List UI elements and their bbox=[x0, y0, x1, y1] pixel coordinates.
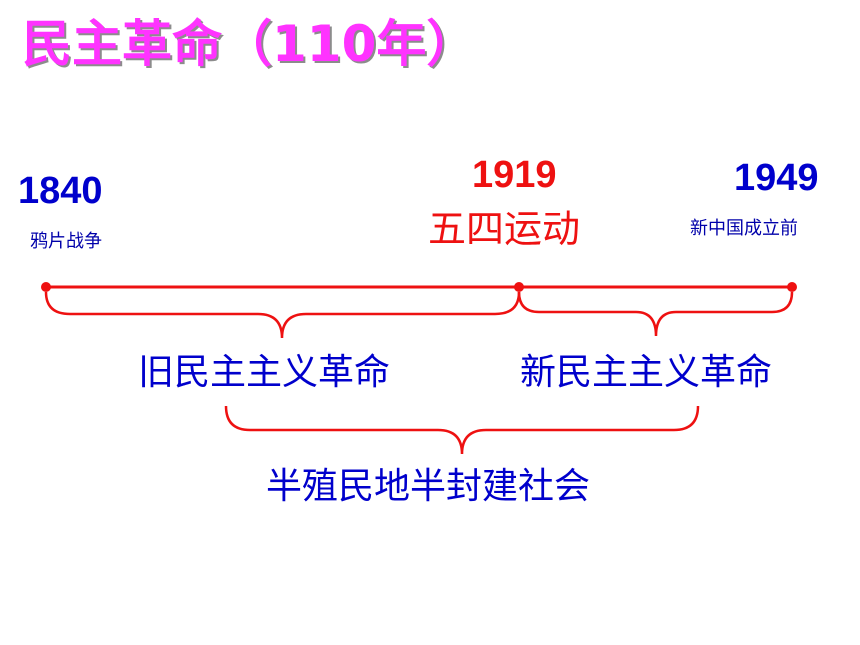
brace-old-democratic bbox=[44, 291, 521, 339]
event-before-prc: 新中国成立前 bbox=[690, 218, 798, 239]
label-new-democratic-revolution: 新民主主义革命 bbox=[520, 352, 773, 393]
year-1919: 1919 bbox=[472, 154, 557, 196]
label-old-democratic-revolution: 旧民主主义革命 bbox=[138, 352, 391, 393]
year-1840: 1840 bbox=[18, 170, 103, 212]
event-may-fourth: 五四运动 bbox=[428, 207, 581, 251]
brace-new-democratic bbox=[517, 291, 794, 337]
event-opium-war: 鸦片战争 bbox=[30, 231, 102, 252]
timeline-dot-1919 bbox=[514, 282, 524, 292]
year-1949: 1949 bbox=[734, 157, 819, 199]
timeline-dot-1949 bbox=[787, 282, 797, 292]
label-semi-colonial-society: 半殖民地半封建社会 bbox=[266, 466, 591, 507]
page-title: 民主革命（110年） bbox=[22, 15, 477, 73]
timeline-dot-1840 bbox=[41, 282, 51, 292]
brace-semi-colonial bbox=[224, 405, 700, 455]
